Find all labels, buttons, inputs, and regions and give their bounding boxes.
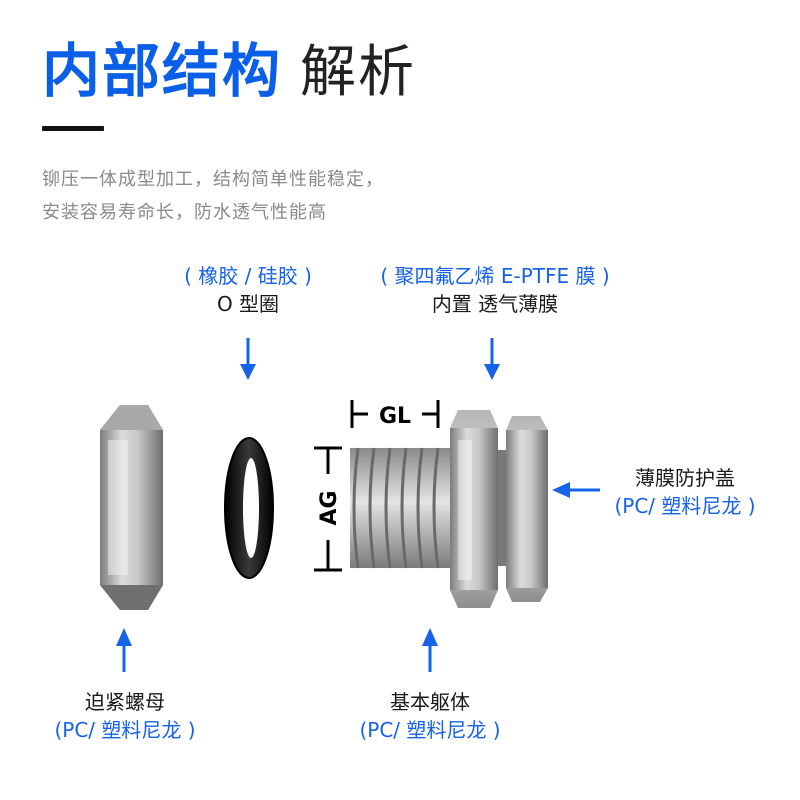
gl-dimension (350, 400, 440, 428)
nut-name: 迫紧螺母 (85, 690, 165, 714)
oring-name: O 型圈 (216, 292, 280, 316)
title-thin: 解析 (300, 40, 417, 105)
cap-material: (PC/ 塑料尼龙 ) (614, 494, 756, 518)
cap-name: 薄膜防护盖 (635, 466, 735, 490)
oring-material: ( 橡胶 / 硅胶 ) (184, 264, 312, 288)
cap-label: 薄膜防护盖 (PC/ 塑料尼龙 ) (580, 464, 790, 520)
page-title: 内部结构 解析 (42, 24, 416, 105)
nut-label: 迫紧螺母 (PC/ 塑料尼龙 ) (20, 688, 230, 744)
title-underline (42, 126, 104, 131)
o-ring (224, 437, 274, 579)
body-name: 基本躯体 (390, 690, 470, 714)
membrane-material: ( 聚四氟乙烯 E-PTFE 膜 ) (380, 264, 610, 288)
description-line-2: 安装容易寿命长，防水透气性能高 (42, 202, 327, 223)
description-line-1: 铆压一体成型加工，结构简单性能稳定， (42, 169, 384, 190)
membrane-name: 内置 透气薄膜 (431, 292, 559, 316)
ag-dimension (314, 446, 342, 572)
membrane-label: ( 聚四氟乙烯 E-PTFE 膜 ) 内置 透气薄膜 (335, 262, 655, 318)
gl-label: GL (379, 404, 411, 429)
threaded-body (350, 410, 548, 608)
ag-label: AG (317, 490, 342, 525)
body-material: (PC/ 塑料尼龙 ) (359, 718, 501, 742)
title-bold: 内部结构 (42, 37, 283, 105)
oring-label: ( 橡胶 / 硅胶 ) O 型圈 (148, 262, 348, 318)
pointer-arrows (116, 338, 600, 672)
lock-nut (100, 405, 163, 610)
nut-material: (PC/ 塑料尼龙 ) (54, 718, 196, 742)
body-label: 基本躯体 (PC/ 塑料尼龙 ) (325, 688, 535, 744)
